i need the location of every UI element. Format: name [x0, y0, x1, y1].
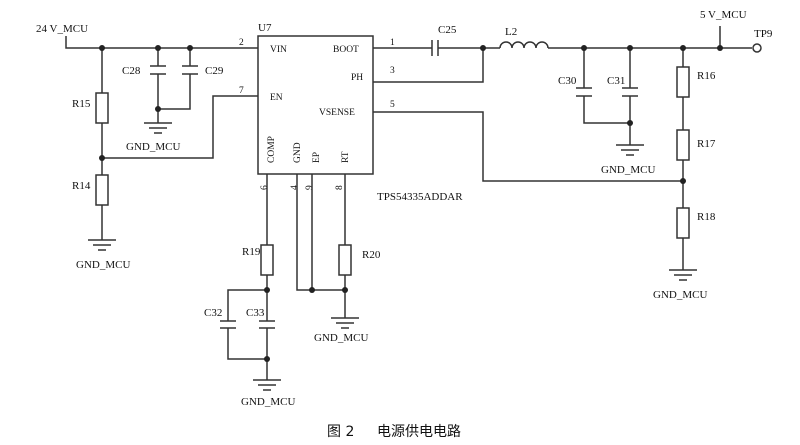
- pin-name-ph: PH: [351, 73, 363, 83]
- pin-name-rt: RT: [341, 151, 351, 163]
- pin-name-boot: BOOT: [333, 45, 359, 55]
- switch-node: C25 L2 TP9 5 V_MCU: [373, 9, 773, 83]
- label-c31: C31: [607, 75, 625, 87]
- label-r18: R18: [697, 211, 716, 223]
- gnd-label-r14: GND_MCU: [76, 259, 130, 271]
- resistor-r20: [338, 244, 352, 276]
- pin-name-vsense: VSENSE: [319, 108, 355, 118]
- label-c28: C28: [122, 65, 141, 77]
- label-r17: R17: [697, 138, 716, 150]
- output-caps: C30 C31 GND_MCU: [558, 45, 655, 176]
- net-label-24v: 24 V_MCU: [36, 23, 88, 35]
- input-rail: 24 V_MCU: [36, 23, 258, 49]
- resistor-r18: [676, 207, 690, 239]
- testpoint-tp9: [752, 43, 762, 53]
- feedback-divider: R16 R17 R18 GND_MCU: [373, 45, 716, 301]
- input-caps: C28 C29 GND_MCU: [122, 45, 224, 153]
- resistor-r17: [676, 129, 690, 161]
- gnd-rt-network: R20 GND_MCU: [296, 174, 381, 344]
- caption-title: 电源供电电路: [377, 424, 461, 440]
- pin-num-gnd: 4: [290, 185, 300, 190]
- label-r19: R19: [242, 246, 261, 258]
- label-c29: C29: [205, 65, 224, 77]
- resistor-r15: [95, 92, 109, 124]
- gnd-label-ic: GND_MCU: [314, 332, 368, 344]
- caption-number: 图 2: [327, 424, 354, 440]
- pin-num-comp: 6: [260, 185, 270, 190]
- pin-num-en: 7: [239, 86, 244, 96]
- gnd-label-feedback: GND_MCU: [653, 289, 707, 301]
- label-r16: R16: [697, 70, 716, 82]
- ic-ref: U7: [258, 22, 272, 34]
- pin-num-ep: 9: [305, 185, 315, 190]
- pin-num-vin: 2: [239, 38, 244, 48]
- gnd-label-output: GND_MCU: [601, 164, 655, 176]
- pin-num-vsense: 5: [390, 100, 395, 110]
- gnd-label-input: GND_MCU: [126, 141, 180, 153]
- figure-caption: 图 2 电源供电电路: [327, 424, 461, 440]
- label-r15: R15: [72, 98, 91, 110]
- net-label-5v: 5 V_MCU: [700, 9, 747, 21]
- label-c32: C32: [204, 307, 222, 319]
- gnd-label-comp: GND_MCU: [241, 396, 295, 408]
- ic-u7: U7 TPS54335ADDAR VIN 2 EN 7 BOOT 1 PH 3 …: [239, 22, 463, 203]
- comp-network: R19 C32 C33 GND_MCU: [204, 174, 295, 408]
- pin-name-comp: COMP: [267, 136, 277, 163]
- resistor-r16: [676, 66, 690, 98]
- label-c33: C33: [246, 307, 265, 319]
- testpoint-label: TP9: [754, 28, 773, 40]
- pin-name-en: EN: [270, 93, 283, 103]
- pin-name-ep: EP: [312, 152, 322, 163]
- pin-num-boot: 1: [390, 38, 395, 48]
- pin-num-rt: 8: [335, 185, 345, 190]
- en-divider: R15 R14 GND_MCU: [72, 45, 258, 271]
- pin-num-ph: 3: [390, 66, 395, 76]
- label-r20: R20: [362, 249, 381, 261]
- pin-name-gnd: GND: [293, 142, 303, 163]
- ic-part-number: TPS54335ADDAR: [377, 191, 463, 203]
- label-r14: R14: [72, 180, 91, 192]
- resistor-r14: [95, 174, 109, 206]
- label-c30: C30: [558, 75, 577, 87]
- resistor-r19: [260, 244, 274, 276]
- label-l2: L2: [505, 26, 517, 38]
- label-c25: C25: [438, 24, 457, 36]
- pin-name-vin: VIN: [270, 45, 287, 55]
